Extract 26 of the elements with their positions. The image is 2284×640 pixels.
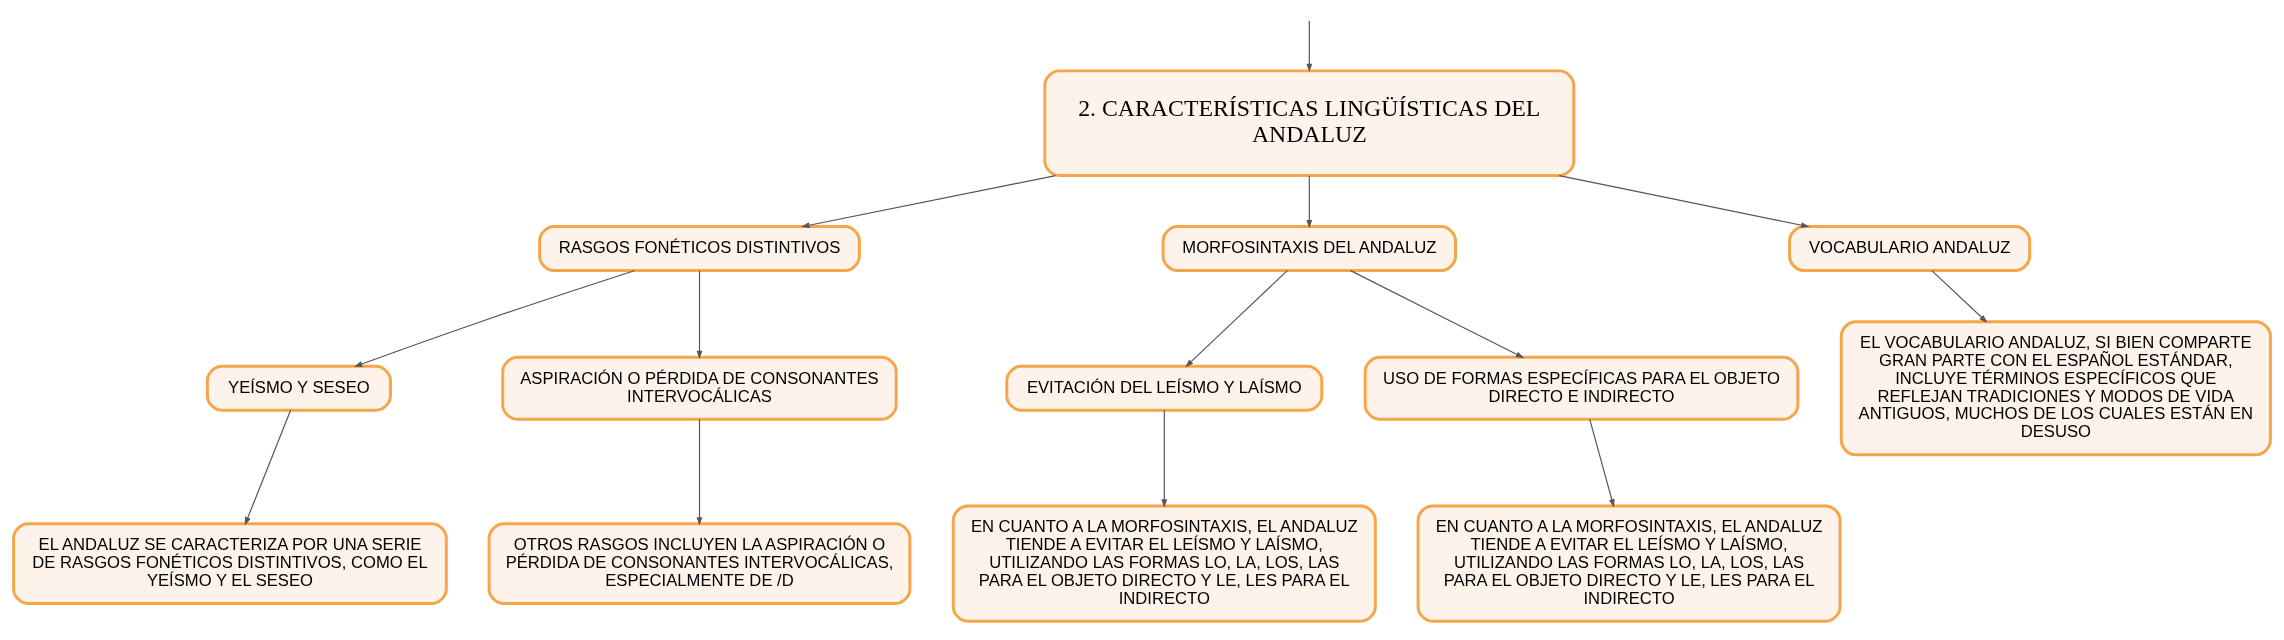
arrow <box>1558 174 1810 228</box>
arrow <box>696 418 703 525</box>
arrow <box>1185 269 1288 367</box>
arrow <box>1306 19 1313 72</box>
arrow <box>354 269 635 367</box>
arrow <box>1350 269 1525 358</box>
node-box: ASPIRACIÓN O PÉRDIDA DE CONSONANTES INTERVOCÁLICAS <box>501 355 898 421</box>
node-box: YEÍSMO Y SESEO <box>205 364 392 412</box>
node-box: 2. CARACTERÍSTICAS LINGÜÍSTICAS DEL ANDALUZ <box>1043 68 1576 177</box>
arrow <box>1589 418 1615 508</box>
node-box: MORFOSINTAXIS DEL ANDALUZ <box>1161 224 1457 272</box>
node-box: USO DE FORMAS ESPECÍFICAS PARA EL OBJETO DIRECTO E INDIRECTO <box>1363 355 1800 421</box>
node-box: EN CUANTO A LA MORFOSINTAXIS, EL ANDALUZ TIENDE A EVITAR EL LEÍSMO Y LAÍSMO, UTILIZANDO LAS FORMAS LO, LA, LOS, LAS PARA EL OBJETO DIRECTO Y LE, LES PARA EL INDIRECTO <box>1416 503 1842 623</box>
arrow <box>1306 174 1313 228</box>
node-box: EVITACIÓN DEL LEÍSMO Y LAÍSMO <box>1005 364 1324 412</box>
arrow <box>696 269 703 359</box>
node-box: EN CUANTO A LA MORFOSINTAXIS, EL ANDALUZ TIENDE A EVITAR EL LEÍSMO Y LAÍSMO, UTILIZANDO LAS FORMAS LO, LA, LOS, LAS PARA EL OBJETO DIRECTO Y LE, LES PARA EL INDIRECTO <box>951 503 1377 623</box>
node-box: RASGOS FONÉTICOS DISTINTIVOS <box>538 224 861 272</box>
node-box: EL ANDALUZ SE CARACTERIZA POR UNA SERIE DE RASGOS FONÉTICOS DISTINTIVOS, COMO EL YEÍSMO Y EL SESEO <box>12 521 448 605</box>
arrow <box>244 409 292 525</box>
arrow <box>1161 409 1168 508</box>
arrow <box>801 174 1057 228</box>
node-box: OTROS RASGOS INCLUYEN LA ASPIRACIÓN O PÉRDIDA DE CONSONANTES INTERVOCÁLICAS, ESPECIALMENTE DE /D <box>487 521 912 605</box>
node-box: EL VOCABULARIO ANDALUZ, SI BIEN COMPARTE GRAN PARTE CON EL ESPAÑOL ESTÁNDAR, INCLUYE TÉRMINOS ESPECÍFICOS QUE REFLEJAN TRADICIONES Y MODOS DE VIDA ANTIGUOS, MUCHOS DE LOS CUALES ESTÁN EN DESUSO <box>1839 319 2272 456</box>
node-box: VOCABULARIO ANDALUZ <box>1788 224 2032 272</box>
arrow <box>1931 269 1988 323</box>
